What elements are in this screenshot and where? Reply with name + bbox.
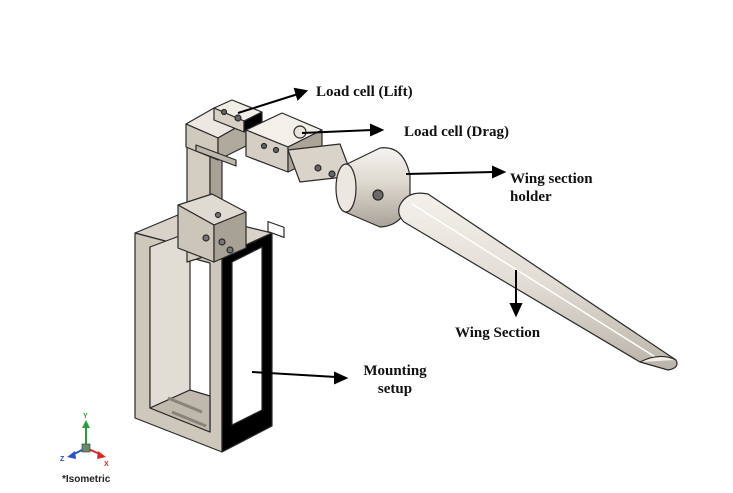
mounting-setup-frame <box>134 211 273 453</box>
axis-y-arrowhead <box>82 420 90 428</box>
arrowhead-load-cell-drag <box>370 123 385 137</box>
label-wing-section: Wing Section <box>455 325 541 341</box>
label-wing-section-holder: Wing section holder <box>510 171 593 205</box>
axis-triad: Y X Z <box>60 413 109 468</box>
axis-y-letter: Y <box>83 413 88 420</box>
wing-section-holder-part <box>335 147 411 228</box>
axis-x-arrowhead <box>97 451 106 459</box>
label-mounting-setup: Mounting setup <box>363 363 427 397</box>
axis-x-letter: X <box>104 461 109 468</box>
arrow-load-cell-drag <box>301 129 373 134</box>
label-load-cell-drag: Load cell (Drag) <box>404 124 509 140</box>
axis-z-letter: Z <box>60 456 65 463</box>
arrowhead-load-cell-lift <box>293 87 309 101</box>
arrowhead-mounting-setup <box>334 371 349 385</box>
arrow-mounting-setup <box>251 371 337 378</box>
annotation-arrows <box>237 87 523 385</box>
axis-z-arrowhead <box>67 451 76 459</box>
label-load-cell-lift: Load cell (Lift) <box>316 84 413 100</box>
load-cell-lift-part <box>213 99 263 133</box>
wing-section-part <box>398 192 678 371</box>
view-orientation-label: *Isometric <box>62 474 111 485</box>
axis-origin-cube <box>81 443 91 453</box>
arrowhead-wing-section <box>509 303 523 318</box>
arrowhead-wing-section-holder <box>492 165 507 179</box>
arrow-wing-section-holder <box>405 171 495 175</box>
arrow-load-cell-lift <box>237 93 299 114</box>
